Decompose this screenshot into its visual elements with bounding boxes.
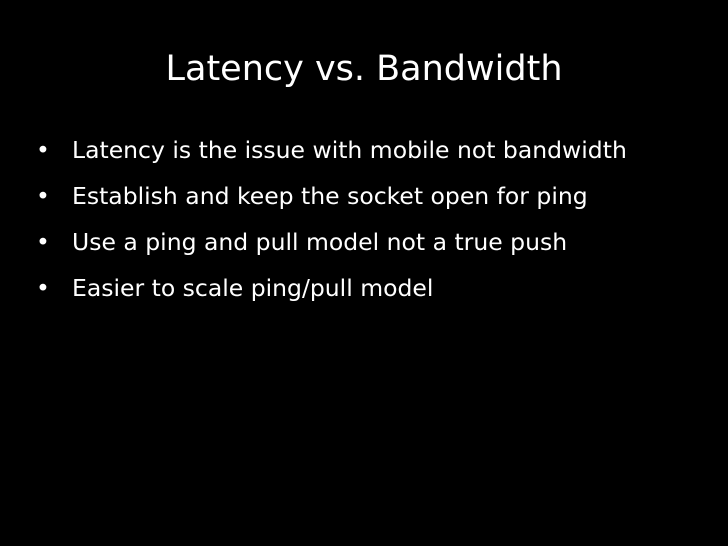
bullet-text: Use a ping and pull model not a true pus… xyxy=(72,228,568,256)
bullet-text: Establish and keep the socket open for p… xyxy=(72,182,588,210)
bullet-list: • Latency is the issue with mobile not b… xyxy=(36,134,696,318)
bullet-item: • Latency is the issue with mobile not b… xyxy=(36,134,696,166)
slide-title: Latency vs. Bandwidth xyxy=(165,49,563,89)
bullet-text: Latency is the issue with mobile not ban… xyxy=(72,136,627,164)
bullet-item: • Use a ping and pull model not a true p… xyxy=(36,226,696,258)
bullet-text: Easier to scale ping/pull model xyxy=(72,274,434,302)
bullet-icon: • xyxy=(36,228,50,256)
bullet-icon: • xyxy=(36,182,50,210)
bullet-item: • Easier to scale ping/pull model xyxy=(36,272,696,304)
bullet-icon: • xyxy=(36,136,50,164)
bullet-item: • Establish and keep the socket open for… xyxy=(36,180,696,212)
bullet-icon: • xyxy=(36,274,50,302)
